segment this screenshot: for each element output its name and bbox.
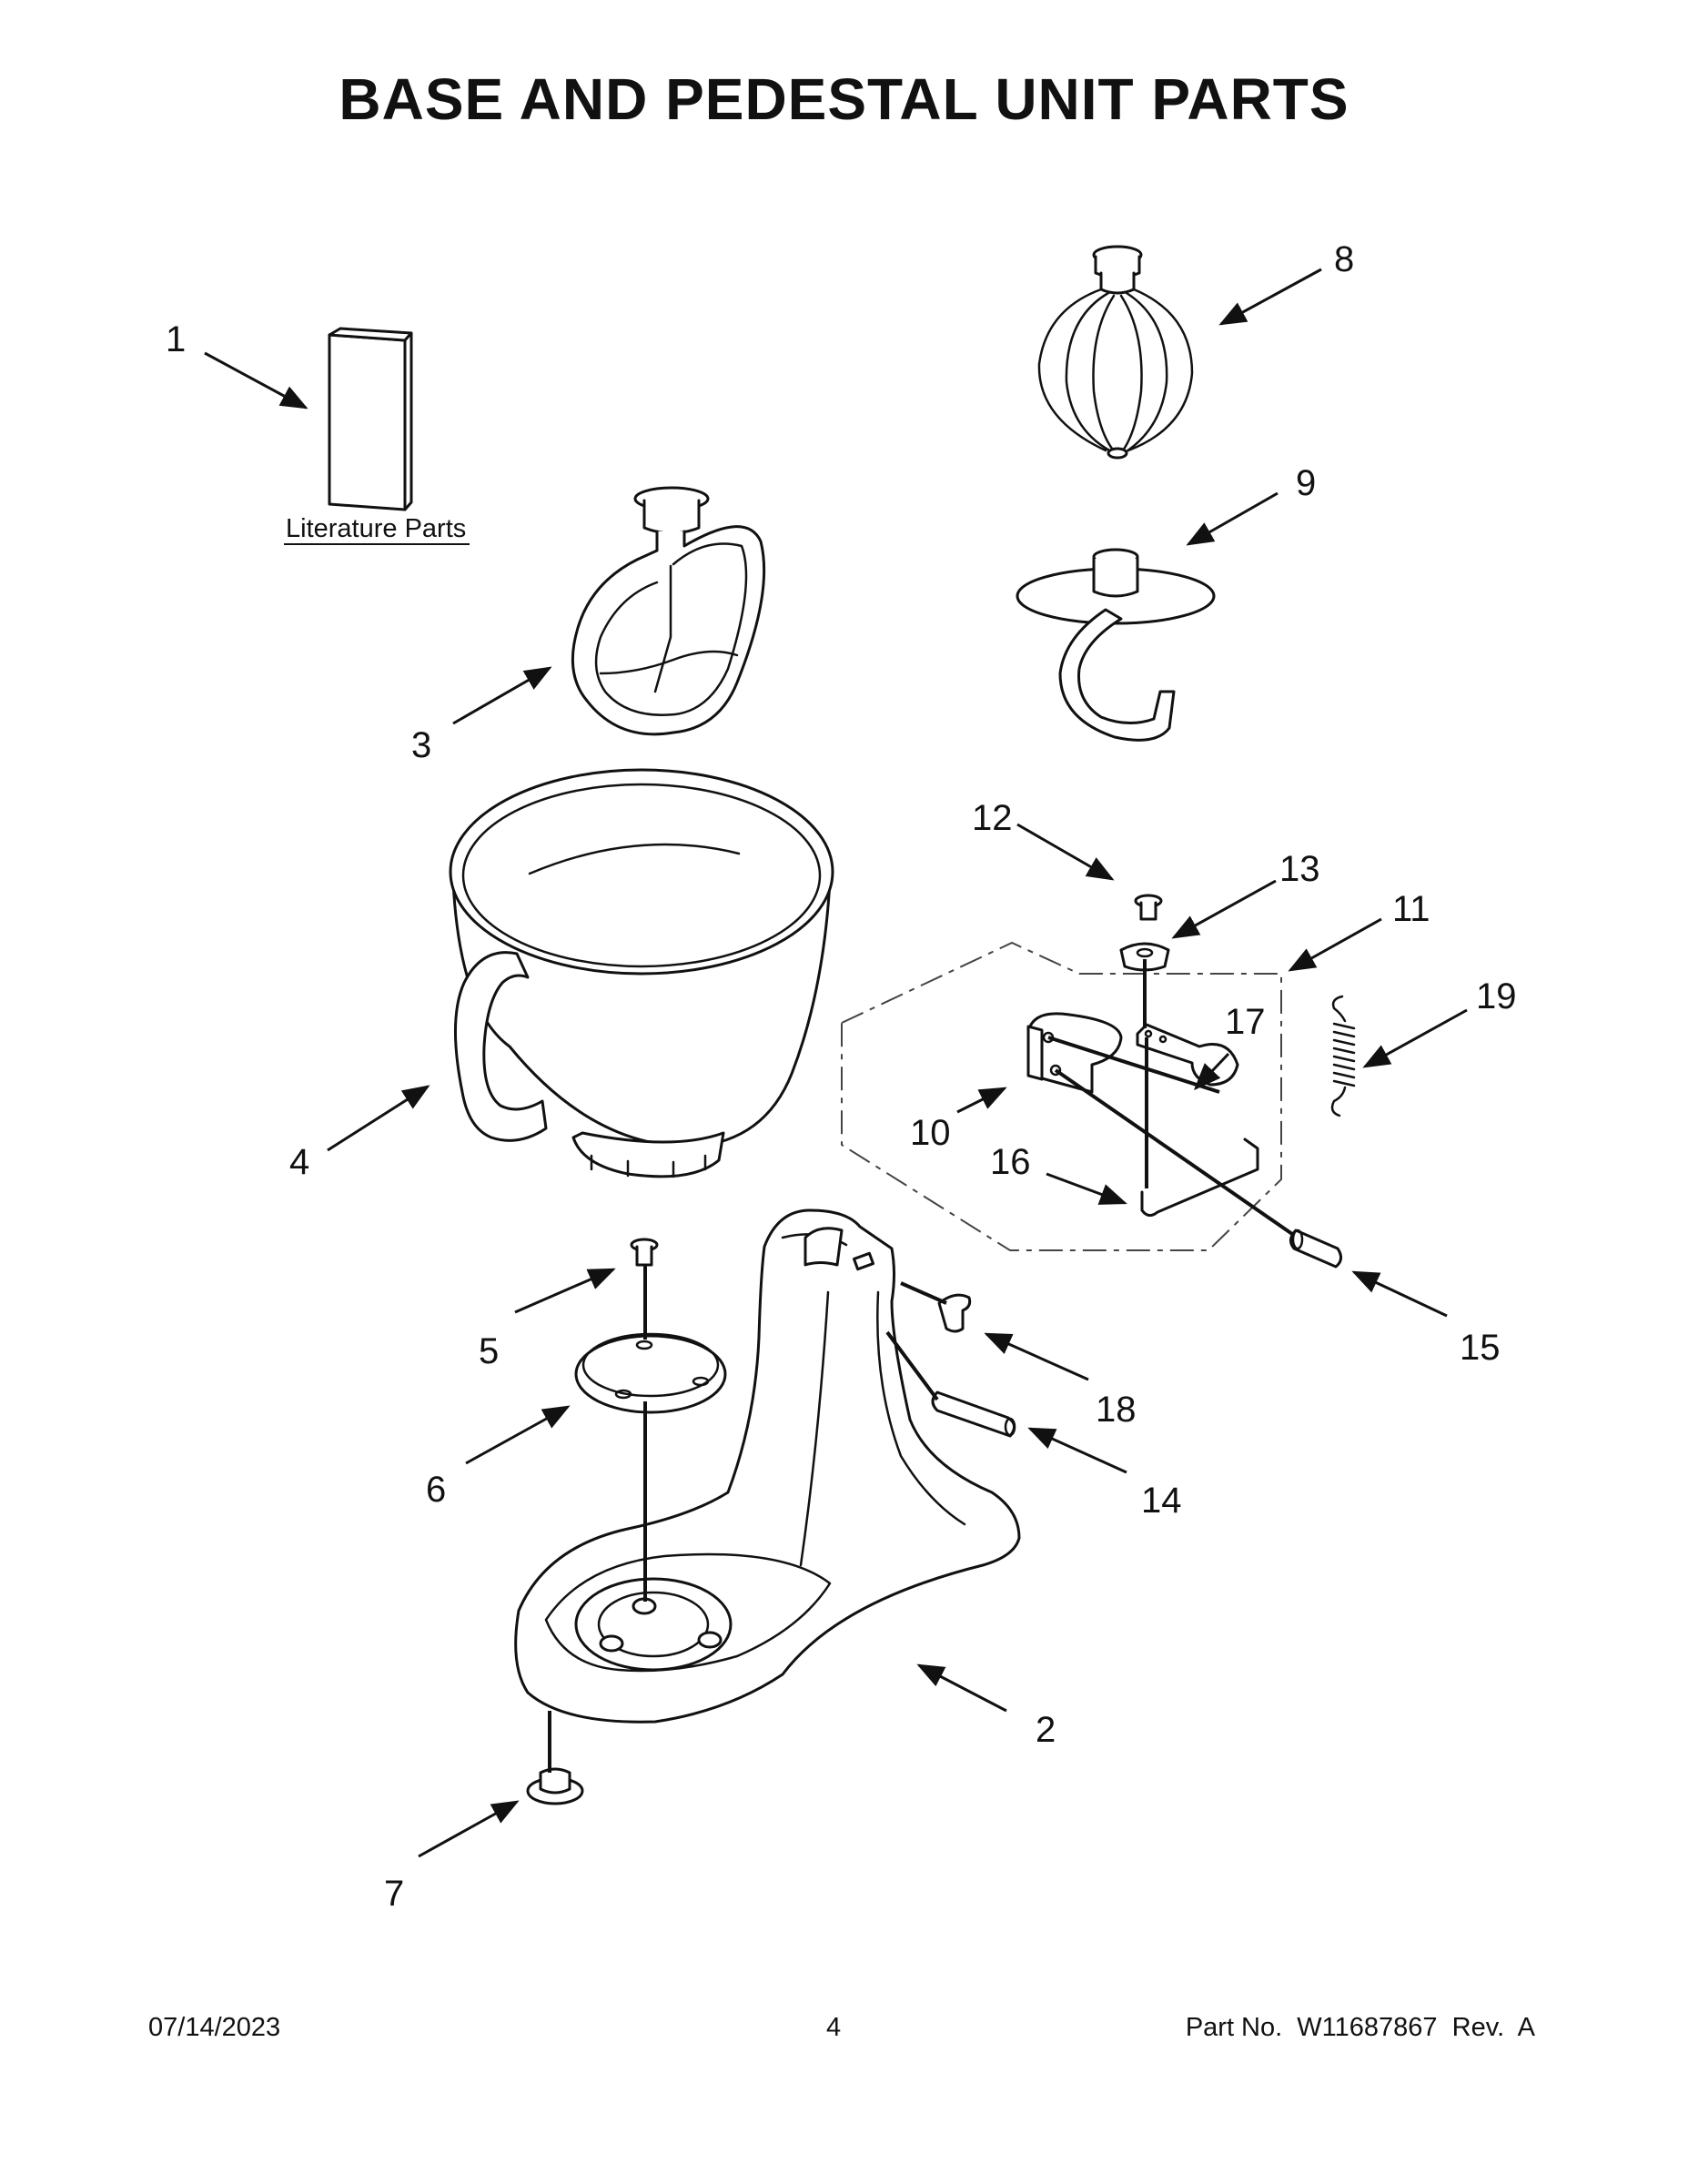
callout-1: 1: [166, 319, 186, 359]
page-title: BASE AND PEDESTAL UNIT PARTS: [339, 66, 1349, 132]
wire-whip-illustration: [1037, 245, 1194, 460]
lever-17-illustration: [1136, 1023, 1239, 1087]
pin-16-illustration: [1140, 1138, 1259, 1217]
lever-18-illustration: [937, 1293, 972, 1333]
callout-10: 10: [910, 1113, 951, 1153]
callout-12: 12: [972, 798, 1013, 838]
mixing-bowl-illustration: [449, 768, 834, 1178]
lock-plate-13-illustration: [1119, 942, 1170, 972]
flat-beater-illustration: [571, 486, 766, 736]
footer-page-number: 4: [826, 2013, 842, 2042]
hinge-bracket-10-illustration: [1026, 1012, 1123, 1094]
callout-7: 7: [384, 1874, 404, 1914]
callout-11: 11: [1392, 889, 1430, 929]
spring-19-illustration: [1330, 995, 1356, 1117]
footer-part-number: Part No. W11687867 Rev. A: [1185, 2013, 1535, 2042]
screw-5-illustration: [630, 1238, 659, 1267]
clamp-plate-6-illustration: [574, 1332, 727, 1414]
callout-6: 6: [426, 1470, 446, 1510]
callout-16: 16: [990, 1142, 1031, 1182]
stand-base-illustration: [514, 1208, 1021, 1724]
callout-9: 9: [1296, 463, 1316, 503]
leader-arrows: [204, 268, 1468, 1858]
callout-14: 14: [1141, 1481, 1182, 1521]
callout-8: 8: [1334, 239, 1354, 279]
hinge-pin-14-illustration: [931, 1390, 1016, 1438]
callout-3: 3: [411, 725, 431, 765]
callout-18: 18: [1096, 1390, 1137, 1430]
footer-date: 07/14/2023: [148, 2013, 281, 2042]
callout-5: 5: [479, 1331, 499, 1371]
callout-4: 4: [289, 1142, 309, 1182]
dough-hook-illustration: [1016, 548, 1216, 742]
foot-7-illustration: [526, 1767, 584, 1805]
literature-parts-illustration: [284, 327, 470, 545]
screw-12-illustration: [1134, 894, 1163, 921]
callout-13: 13: [1279, 849, 1320, 889]
callout-2: 2: [1036, 1710, 1056, 1750]
literature-parts-label: Literature Parts: [286, 514, 466, 543]
callout-17: 17: [1225, 1002, 1266, 1042]
callout-15: 15: [1460, 1328, 1501, 1368]
hinge-pin-15-illustration: [1289, 1228, 1342, 1269]
callout-19: 19: [1476, 976, 1517, 1016]
assembly-11-outline: [841, 941, 1282, 1251]
